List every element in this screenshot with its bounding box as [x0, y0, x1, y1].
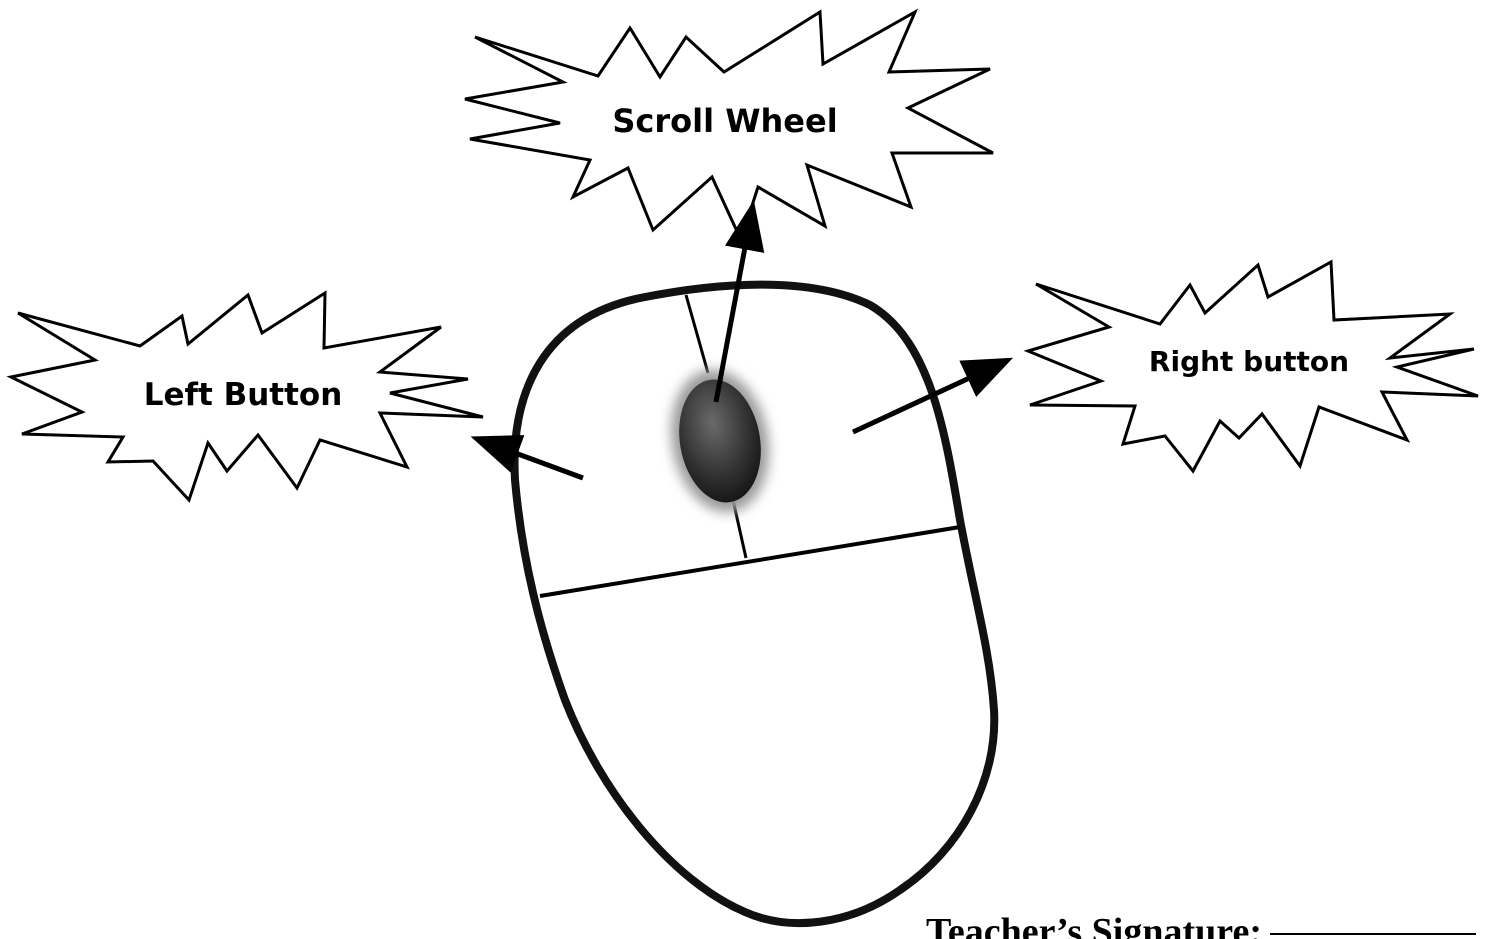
- left-button-label: Left Button: [144, 377, 343, 413]
- right-button-callout: Right button: [1028, 262, 1478, 471]
- signature-label: Teacher’s Signature:: [926, 911, 1262, 939]
- mouse-body-outline: [515, 285, 995, 923]
- left-button-callout: Left Button: [11, 293, 483, 500]
- scroll-wheel-label: Scroll Wheel: [612, 102, 837, 140]
- right-button-label: Right button: [1149, 345, 1349, 378]
- signature-area: Teacher’s Signature:: [926, 911, 1476, 939]
- mouse-illustration: [515, 285, 995, 923]
- scroll-wheel-callout: Scroll Wheel: [465, 12, 993, 240]
